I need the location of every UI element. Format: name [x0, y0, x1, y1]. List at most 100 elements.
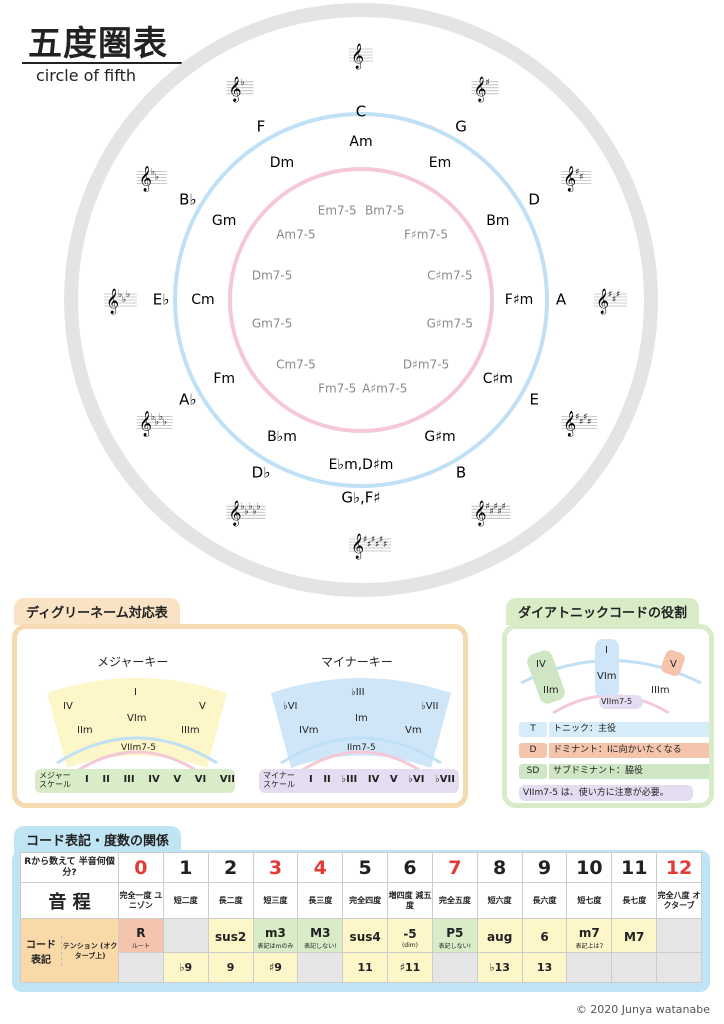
diatonic-viim75: VIIm7-5 [601, 697, 633, 706]
svg-text:𝄞: 𝄞 [139, 411, 152, 437]
middle-key-label: E♭m,D♯m [329, 457, 394, 473]
chord-cell [656, 918, 702, 953]
svg-text:𝄞: 𝄞 [139, 166, 152, 192]
interval-name: 長三度 [297, 882, 344, 919]
svg-text:𝄞: 𝄞 [229, 76, 242, 102]
semitone-number: 4 [297, 852, 344, 883]
key-signature-icon: 𝄞♯♯♯ [594, 288, 627, 314]
major-i: I [134, 687, 137, 698]
svg-text:𝄞: 𝄞 [474, 500, 487, 526]
interval-name: 短三度 [252, 882, 299, 919]
middle-key-label: Am [349, 134, 372, 150]
inner-key-label: C♯m7-5 [427, 269, 472, 283]
outer-key-label: A [556, 291, 567, 309]
key-signature-icon: 𝄞♯♯ [561, 166, 592, 192]
inner-key-label: Bm7-5 [365, 204, 405, 218]
copyright: © 2020 Junya watanabe [575, 1003, 710, 1016]
svg-text:𝄞: 𝄞 [563, 411, 576, 437]
major-iv: IV [63, 701, 73, 712]
semitone-number: 7 [431, 852, 478, 883]
inner-key-label: Fm7-5 [318, 381, 356, 395]
svg-text:♭: ♭ [122, 295, 126, 305]
svg-text:♯: ♯ [612, 295, 616, 305]
semitone-number: 9 [521, 852, 568, 883]
svg-text:♯: ♯ [494, 502, 498, 512]
interval-name: 短六度 [476, 882, 523, 919]
major-scale-degree: VII [219, 774, 235, 785]
tension-cell: 13 [521, 952, 568, 983]
diatonic-iv: IV [536, 659, 546, 670]
tension-cell: 11 [342, 952, 389, 983]
svg-text:♯: ♯ [486, 502, 490, 512]
middle-key-label: Em [429, 155, 451, 171]
chord-note: (dim) [401, 941, 418, 949]
major-scale-degree: IV [148, 774, 160, 785]
svg-text:♭: ♭ [245, 507, 249, 517]
diatonic-vim: VIm [597, 671, 617, 682]
major-key-title: メジャーキー [97, 655, 169, 669]
inner-key-label: Am7-5 [276, 227, 316, 241]
chord-cell: sus2 [207, 918, 254, 953]
svg-text:♯: ♯ [498, 507, 502, 517]
tension-cell: 9 [207, 952, 254, 983]
chord-symbol: m7 [578, 925, 600, 940]
chord-cell: M7 [611, 918, 658, 953]
middle-key-label: Dm [270, 155, 294, 171]
middle-key-label: Bm [486, 213, 509, 229]
title-underline [22, 62, 182, 64]
diatonic-diagram [520, 639, 702, 715]
degree-panel: メジャーキー IV I V IIm VIm IIIm VIIm7-5 メジャー … [12, 624, 468, 808]
semitone-number: 5 [342, 852, 389, 883]
middle-key-label: Fm [213, 371, 235, 387]
chord-symbol: 6 [540, 930, 549, 944]
key-signature-icon: 𝄞♯♯♯♯ [561, 411, 598, 437]
semitone-number: 1 [162, 852, 209, 883]
svg-text:𝄞: 𝄞 [474, 76, 487, 102]
tension-cell: ♭9 [162, 952, 209, 983]
chord-cell: m7 表記上は7 [566, 918, 613, 953]
svg-text:♯: ♯ [490, 507, 494, 517]
svg-text:𝄞: 𝄞 [229, 500, 242, 526]
semitone-number: 2 [207, 852, 254, 883]
major-v: V [199, 701, 206, 712]
svg-text:♭: ♭ [151, 168, 155, 178]
chord-note: 表記上は7 [575, 942, 604, 950]
chord-symbol: -5 [403, 926, 417, 941]
chord-symbol: M7 [624, 930, 645, 944]
pink-ring [228, 167, 494, 433]
svg-text:♯: ♯ [367, 540, 371, 550]
svg-text:♭: ♭ [118, 290, 122, 300]
key-signature-icon: 𝄞♭♭♭♭ [136, 411, 173, 437]
minor-scale-degree: ♭VI [408, 774, 425, 785]
legend-text: ドミナント：Iに向かいたくなる [549, 743, 709, 758]
semitone-number: 10 [566, 852, 613, 883]
inner-key-label: D♯m7-5 [403, 358, 449, 372]
diatonic-panel-tab: ダイアトニックコードの役割 [506, 598, 700, 625]
interval-name: 長六度 [521, 882, 568, 919]
semitone-number: 11 [611, 852, 658, 883]
svg-text:♯: ♯ [375, 540, 379, 550]
minor-bvii: ♭VII [421, 701, 439, 712]
svg-text:♭: ♭ [155, 418, 159, 428]
major-diagram [47, 678, 227, 773]
svg-text:♭: ♭ [241, 78, 245, 88]
inner-key-label: A♯m7-5 [362, 381, 407, 395]
major-iim: IIm [77, 725, 93, 736]
minor-key-title: マイナーキー [321, 655, 393, 669]
chord-note: 表記しない! [304, 942, 337, 950]
middle-key-label: Cm [191, 292, 214, 308]
svg-text:♯: ♯ [363, 535, 367, 545]
chord-cell: aug [476, 918, 523, 953]
chord-note: ルート [131, 942, 150, 950]
minor-ivm: IVm [299, 725, 319, 736]
interval-name: 長二度 [207, 882, 254, 919]
diatonic-iim: IIm [543, 685, 559, 696]
svg-text:♭: ♭ [155, 173, 159, 183]
chord-cell: 6 [521, 918, 568, 953]
